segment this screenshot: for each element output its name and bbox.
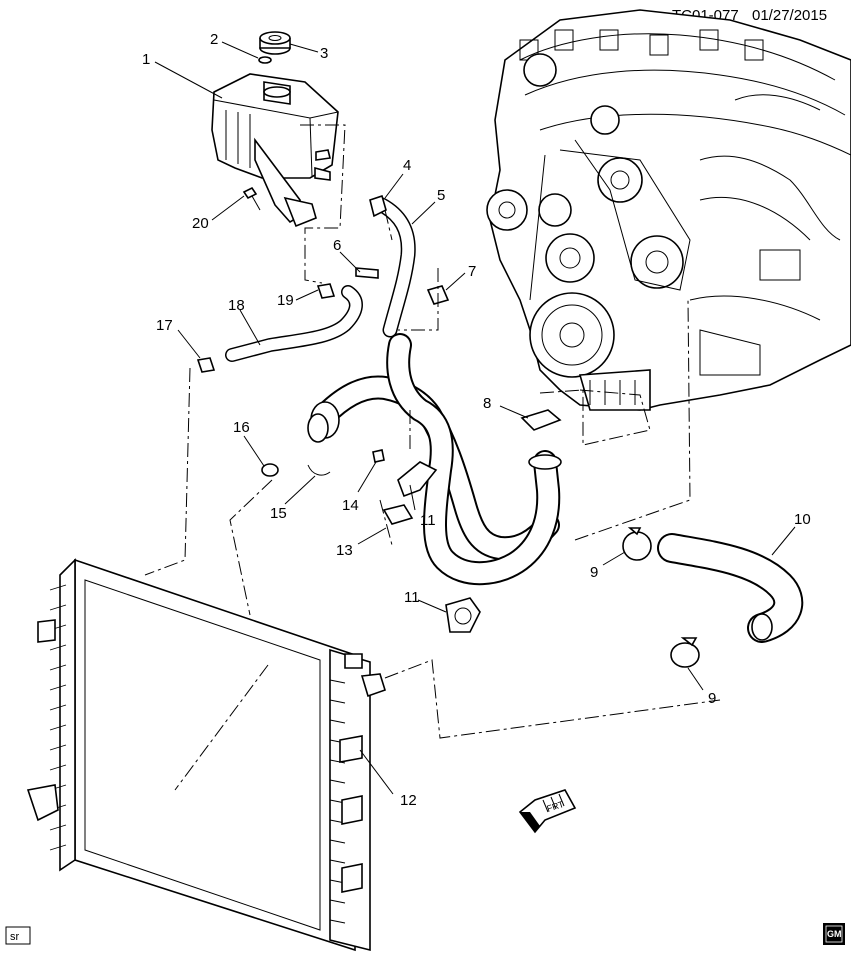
callout-8: 8: [483, 395, 491, 412]
hose-bracket-11-lower: [445, 597, 481, 633]
callout-15: 15: [270, 505, 287, 522]
front-direction-indicator: FRT: [518, 789, 577, 834]
gm-logo: GM: [823, 923, 845, 945]
diagram-date: 01/27/2015: [752, 7, 827, 24]
bracket-8: [520, 409, 562, 431]
callout-5: 5: [437, 187, 445, 204]
callout-11-lower: 11: [404, 589, 420, 606]
surge-tank-cap: [259, 31, 291, 55]
callout-2: 2: [210, 31, 218, 48]
coolant-surge-tank: [211, 73, 339, 228]
corner-code: sr: [10, 931, 20, 943]
overflow-hose: [226, 286, 362, 361]
callout-14: 14: [342, 497, 359, 514]
hose-clamp-9-lower: [670, 642, 700, 668]
callout-3: 3: [320, 45, 328, 62]
hose-clamp-4: [369, 194, 387, 218]
callout-10: 10: [794, 511, 811, 528]
callout-17: 17: [156, 317, 173, 334]
callout-20: 20: [192, 215, 209, 232]
surge-tank-outlet-hose: [376, 199, 415, 336]
radiator: [26, 558, 386, 952]
callout-12: 12: [400, 792, 417, 809]
callout-18: 18: [228, 297, 245, 314]
svg-text:GM: GM: [827, 929, 842, 939]
callout-19: 19: [277, 292, 294, 309]
callout-4: 4: [403, 157, 411, 174]
retaining-clip-15: [307, 464, 331, 476]
o-ring-16: [261, 463, 279, 477]
tank-mount-bolt: [242, 186, 261, 211]
callout-6: 6: [333, 237, 341, 254]
callout-9-lower: 9: [708, 690, 716, 707]
clip-13: [382, 504, 414, 525]
hose-clamp-19: [316, 283, 336, 299]
cap-seal: [258, 56, 272, 64]
callout-1: 1: [142, 51, 150, 68]
callout-13: 13: [336, 542, 353, 559]
engine-assembly: [486, 9, 851, 411]
fastener-14: [372, 449, 385, 463]
callout-9-upper: 9: [590, 564, 598, 581]
hose-clamp-9-upper: [622, 531, 652, 561]
radiator-outlet-hose: [388, 335, 559, 584]
callout-7: 7: [468, 263, 476, 280]
hose-bracket-11-upper: [397, 461, 438, 498]
hose-clamp-17: [196, 357, 216, 373]
callout-11-upper: 11: [420, 512, 436, 529]
lower-radiator-hose: [659, 535, 802, 641]
callout-16: 16: [233, 419, 250, 436]
connector-6: [355, 267, 379, 279]
